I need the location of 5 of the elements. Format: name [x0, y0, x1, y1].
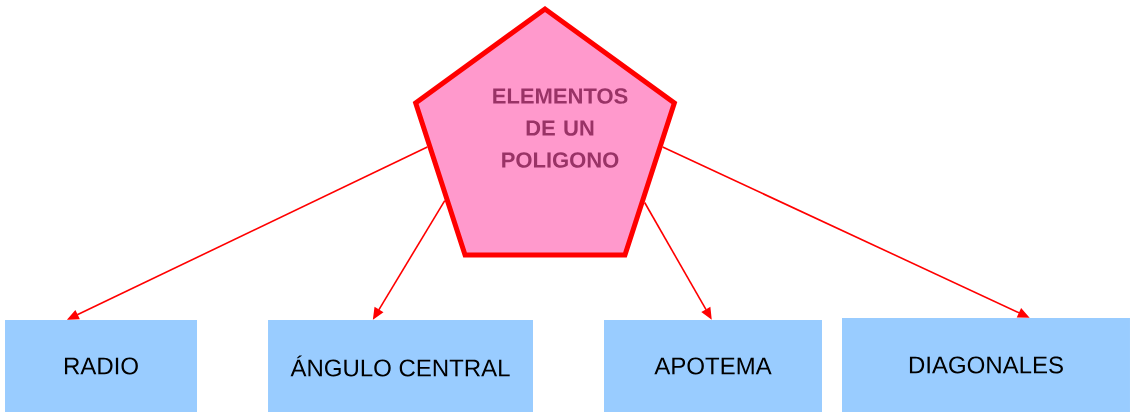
category-box: APOTEMA: [604, 320, 822, 412]
category-box: ÁNGULO CENTRAL: [268, 320, 533, 412]
category-box: DIAGONALES: [842, 318, 1130, 412]
category-box: RADIO: [5, 320, 197, 412]
pentagon-label: ELEMENTOS DE UN POLIGONO: [493, 88, 628, 168]
